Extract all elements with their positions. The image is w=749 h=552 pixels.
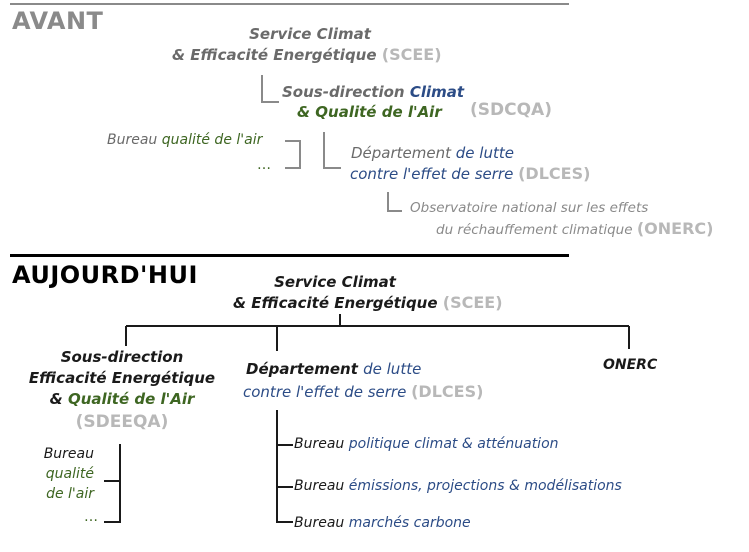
avant-bureau-air: Bureau qualité de l'air <box>107 132 262 148</box>
aujourdhui-rule <box>10 254 569 257</box>
avant-onerc-abbr: (ONERC) <box>636 219 714 238</box>
aujourdhui-bureau-line1: Bureau <box>43 446 94 462</box>
avant-scee-line2: & Efficacité Energétique (SCEE) <box>172 45 442 64</box>
bureau-emissions-name: émissions, projections & modélisations <box>348 478 622 494</box>
avant-onerc-line2: du réchauffement climatique (ONERC) <box>436 219 713 238</box>
connector-sdcqa-dlces <box>323 132 341 169</box>
avant-bureau-ellipsis: … <box>257 157 271 173</box>
connector-bureau-air <box>285 140 301 169</box>
avant-dlces-prefix: Département <box>351 144 451 162</box>
avant-sdcqa-abbr: (SDCQA) <box>470 100 552 120</box>
sdeeqa-line1: Sous-direction <box>60 348 184 366</box>
avant-sdcqa-climat: Climat <box>409 83 465 101</box>
aujourdhui-onerc: ONERC <box>603 357 658 373</box>
avant-onerc-line1: Observatoire national sur les effets <box>410 200 649 216</box>
avant-dlces-line2: contre l'effet de serre (DLCES) <box>350 164 590 183</box>
aujourdhui-scee-name: & Efficacité Energétique <box>233 294 438 312</box>
sdeeqa-line3: & Qualité de l'Air <box>16 390 228 408</box>
aujourdhui-title: AUJOURD'HUI <box>12 261 198 289</box>
bureau-marches-name: marchés carbone <box>348 515 471 531</box>
aujourdhui-scee-line2: & Efficacité Energétique (SCEE) <box>233 293 503 312</box>
avant-sdcqa-line2: & Qualité de l'Air <box>297 103 442 121</box>
connector-dlces-onerc <box>387 192 402 212</box>
avant-rule <box>10 3 569 5</box>
aujourdhui-dlces-line1: Département de lutte <box>246 360 421 378</box>
sdeeqa-line2: Efficacité Energétique <box>28 369 216 387</box>
avant-sdcqa-prefix: Sous-direction <box>282 83 405 101</box>
aujourdhui-bureau-ellipsis: … <box>84 509 98 525</box>
aujourdhui-dlces-abbr: (DLCES) <box>411 382 484 401</box>
avant-dlces-abbr: (DLCES) <box>518 164 591 183</box>
sdeeqa-abbr: (SDEEQA) <box>75 412 169 432</box>
avant-scee-line1: Service Climat <box>249 25 371 43</box>
sdeeqa-amp: & <box>49 390 63 408</box>
avant-title: AVANT <box>12 7 104 35</box>
avant-sdcqa-line1: Sous-direction Climat <box>282 83 464 101</box>
connector-bureaux <box>276 410 293 523</box>
avant-onerc-name: du réchauffement climatique <box>436 222 633 238</box>
avant-bureau-colored: qualité de l'air <box>161 132 263 148</box>
aujourdhui-dlces-colored: de lutte <box>363 360 422 378</box>
avant-dlces-name: contre l'effet de serre <box>350 165 514 183</box>
bureau-marches-prefix: Bureau <box>294 515 345 531</box>
aujourdhui-dlces-name: contre l'effet de serre <box>243 383 407 401</box>
avant-dlces-colored: de lutte <box>455 144 514 162</box>
bureau-marches: Bureau marchés carbone <box>294 515 471 531</box>
bureau-politique-prefix: Bureau <box>294 436 345 452</box>
bureau-emissions: Bureau émissions, projections & modélisa… <box>294 478 622 494</box>
bureau-emissions-prefix: Bureau <box>294 478 345 494</box>
connector-scee-sdcqa <box>261 75 279 103</box>
avant-dlces-line1: Département de lutte <box>351 144 514 162</box>
avant-scee-abbr: (SCEE) <box>381 45 442 64</box>
bureau-politique: Bureau politique climat & atténuation <box>294 436 559 452</box>
aujourdhui-scee-abbr: (SCEE) <box>442 293 503 312</box>
connector-bureau-air <box>104 444 121 523</box>
aujourdhui-scee-line1: Service Climat <box>274 273 396 291</box>
aujourdhui-bureau-line2: qualité <box>45 466 94 482</box>
sdeeqa-qualite: Qualité de l'Air <box>67 390 195 408</box>
aujourdhui-dlces-prefix: Département <box>246 360 358 378</box>
avant-bureau-prefix: Bureau <box>107 132 158 148</box>
aujourdhui-bureau-line3: de l'air <box>46 486 94 502</box>
avant-scee-name: & Efficacité Energétique <box>172 46 377 64</box>
bureau-politique-name: politique climat & atténuation <box>348 436 559 452</box>
aujourdhui-dlces-line2: contre l'effet de serre (DLCES) <box>243 382 483 401</box>
